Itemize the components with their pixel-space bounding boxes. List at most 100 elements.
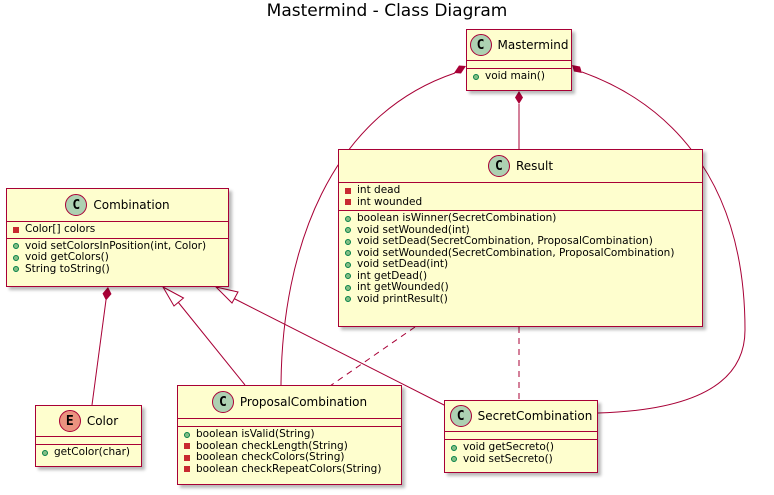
public-icon bbox=[451, 456, 457, 463]
member-row: int wounded bbox=[345, 195, 702, 209]
class-name: Result bbox=[515, 159, 554, 173]
fields-section bbox=[36, 436, 141, 444]
public-icon bbox=[13, 254, 19, 261]
composition-diamond-mastermind-proposal bbox=[454, 65, 466, 74]
edge-secret-combination bbox=[232, 297, 447, 407]
private-icon bbox=[184, 466, 190, 473]
class-stereotype-icon: C bbox=[487, 155, 510, 177]
class-result: C Result int dead int wounded boolean is… bbox=[338, 149, 703, 327]
member-row: void getColors() bbox=[13, 251, 228, 264]
member-row: boolean isValid(String) bbox=[184, 428, 401, 441]
method-text: void setWounded(SecretCombination, Propo… bbox=[357, 246, 675, 259]
class-secret-combination: C SecretCombination void getSecreto() vo… bbox=[444, 400, 598, 473]
class-stereotype-icon: C bbox=[449, 405, 472, 427]
class-name: Color bbox=[86, 414, 119, 428]
edge-proposal-combination bbox=[177, 301, 246, 386]
method-text: void setColorsInPosition(int, Color) bbox=[25, 239, 207, 252]
member-row: void main() bbox=[473, 70, 571, 83]
method-text: boolean checkLength(String) bbox=[196, 439, 348, 452]
class-name: Mastermind bbox=[497, 38, 569, 52]
methods-section: boolean isValid(String) boolean checkLen… bbox=[178, 426, 401, 477]
public-icon bbox=[473, 73, 479, 80]
method-text: boolean checkRepeatColors(String) bbox=[196, 462, 382, 475]
field-text: Color[] colors bbox=[25, 223, 96, 235]
member-row: int getDead() bbox=[345, 269, 702, 283]
class-mastermind: C Mastermind void main() bbox=[466, 29, 572, 91]
public-icon bbox=[345, 238, 351, 245]
class-header: C SecretCombination bbox=[445, 401, 597, 431]
public-icon bbox=[42, 449, 48, 456]
public-icon bbox=[345, 273, 351, 280]
member-row: boolean checkRepeatColors(String) bbox=[184, 462, 401, 476]
member-row: boolean checkColors(String) bbox=[184, 451, 401, 464]
class-name: Combination bbox=[93, 198, 170, 212]
member-row: int dead bbox=[345, 184, 702, 197]
class-stereotype-icon: C bbox=[211, 391, 234, 413]
public-icon bbox=[451, 444, 457, 451]
public-icon bbox=[184, 431, 190, 438]
composition-diamond-combination-color bbox=[102, 287, 112, 301]
private-icon bbox=[184, 454, 190, 461]
member-row: void setWounded(SecretCombination, Propo… bbox=[345, 246, 702, 260]
method-text: void main() bbox=[485, 70, 545, 82]
class-header: E Color bbox=[36, 406, 141, 436]
inheritance-arrow-secret bbox=[214, 286, 239, 304]
diagram-title: Mastermind - Class Diagram bbox=[266, 1, 508, 21]
fields-section bbox=[178, 418, 401, 426]
member-row: void setColorsInPosition(int, Color) bbox=[13, 239, 228, 253]
public-icon bbox=[345, 296, 351, 303]
member-row: void printResult() bbox=[345, 292, 702, 306]
public-icon bbox=[13, 266, 19, 273]
methods-section: void main() bbox=[467, 68, 571, 85]
method-text: int getDead() bbox=[357, 269, 428, 282]
member-row: void setSecreto() bbox=[451, 452, 597, 466]
class-combination: C Combination Color[] colors void setCol… bbox=[6, 188, 229, 287]
field-text: int wounded bbox=[357, 195, 423, 208]
member-row: void setDead(int) bbox=[345, 258, 702, 271]
private-icon bbox=[13, 226, 19, 233]
composition-diamond-mastermind-secret bbox=[572, 65, 582, 73]
public-icon bbox=[345, 250, 351, 257]
private-icon bbox=[345, 199, 351, 206]
member-row: int getWounded() bbox=[345, 281, 702, 294]
method-text: boolean checkColors(String) bbox=[196, 451, 345, 463]
class-name: SecretCombination bbox=[477, 409, 593, 423]
fields-section: Color[] colors bbox=[7, 221, 228, 238]
class-header: C ProposalCombination bbox=[178, 386, 401, 418]
edge-mastermind-secret bbox=[581, 71, 746, 414]
edge-result-proposal bbox=[329, 326, 416, 387]
edge-mastermind-proposal bbox=[280, 72, 456, 386]
edge-combination-color bbox=[91, 299, 107, 406]
class-stereotype-icon: C bbox=[65, 194, 88, 216]
method-text: int getWounded() bbox=[357, 281, 449, 293]
public-icon bbox=[345, 227, 351, 234]
class-header: C Mastermind bbox=[467, 30, 571, 60]
member-row: void setDead(SecretCombination, Proposal… bbox=[345, 235, 702, 248]
method-text: String toString() bbox=[25, 262, 110, 275]
fields-section bbox=[445, 431, 597, 439]
methods-section: getColor(char) bbox=[36, 444, 141, 461]
class-header: C Combination bbox=[7, 189, 228, 221]
method-text: void printResult() bbox=[357, 292, 448, 305]
fields-section bbox=[467, 60, 571, 68]
methods-section: void getSecreto() void setSecreto() bbox=[445, 439, 597, 467]
method-text: void getSecreto() bbox=[463, 441, 554, 453]
fields-section: int dead int wounded bbox=[339, 182, 702, 210]
method-text: getColor(char) bbox=[54, 446, 131, 458]
inheritance-arrow-proposal bbox=[161, 285, 185, 307]
enum-color: E Color getColor(char) bbox=[35, 405, 142, 467]
member-row: void setWounded(int) bbox=[345, 224, 702, 237]
member-row: void getSecreto() bbox=[451, 441, 597, 454]
public-icon bbox=[345, 215, 351, 222]
enum-stereotype-icon: E bbox=[58, 410, 81, 432]
method-text: void setSecreto() bbox=[463, 452, 553, 465]
member-row: getColor(char) bbox=[42, 446, 141, 459]
methods-section: void setColorsInPosition(int, Color) voi… bbox=[7, 237, 228, 278]
member-row: Color[] colors bbox=[13, 223, 228, 236]
member-row: String toString() bbox=[13, 262, 228, 276]
methods-section: boolean isWinner(SecretCombination) void… bbox=[339, 210, 702, 307]
public-icon bbox=[345, 284, 351, 291]
method-text: void setDead(SecretCombination, Proposal… bbox=[357, 235, 653, 247]
member-row: boolean isWinner(SecretCombination) bbox=[345, 212, 702, 225]
